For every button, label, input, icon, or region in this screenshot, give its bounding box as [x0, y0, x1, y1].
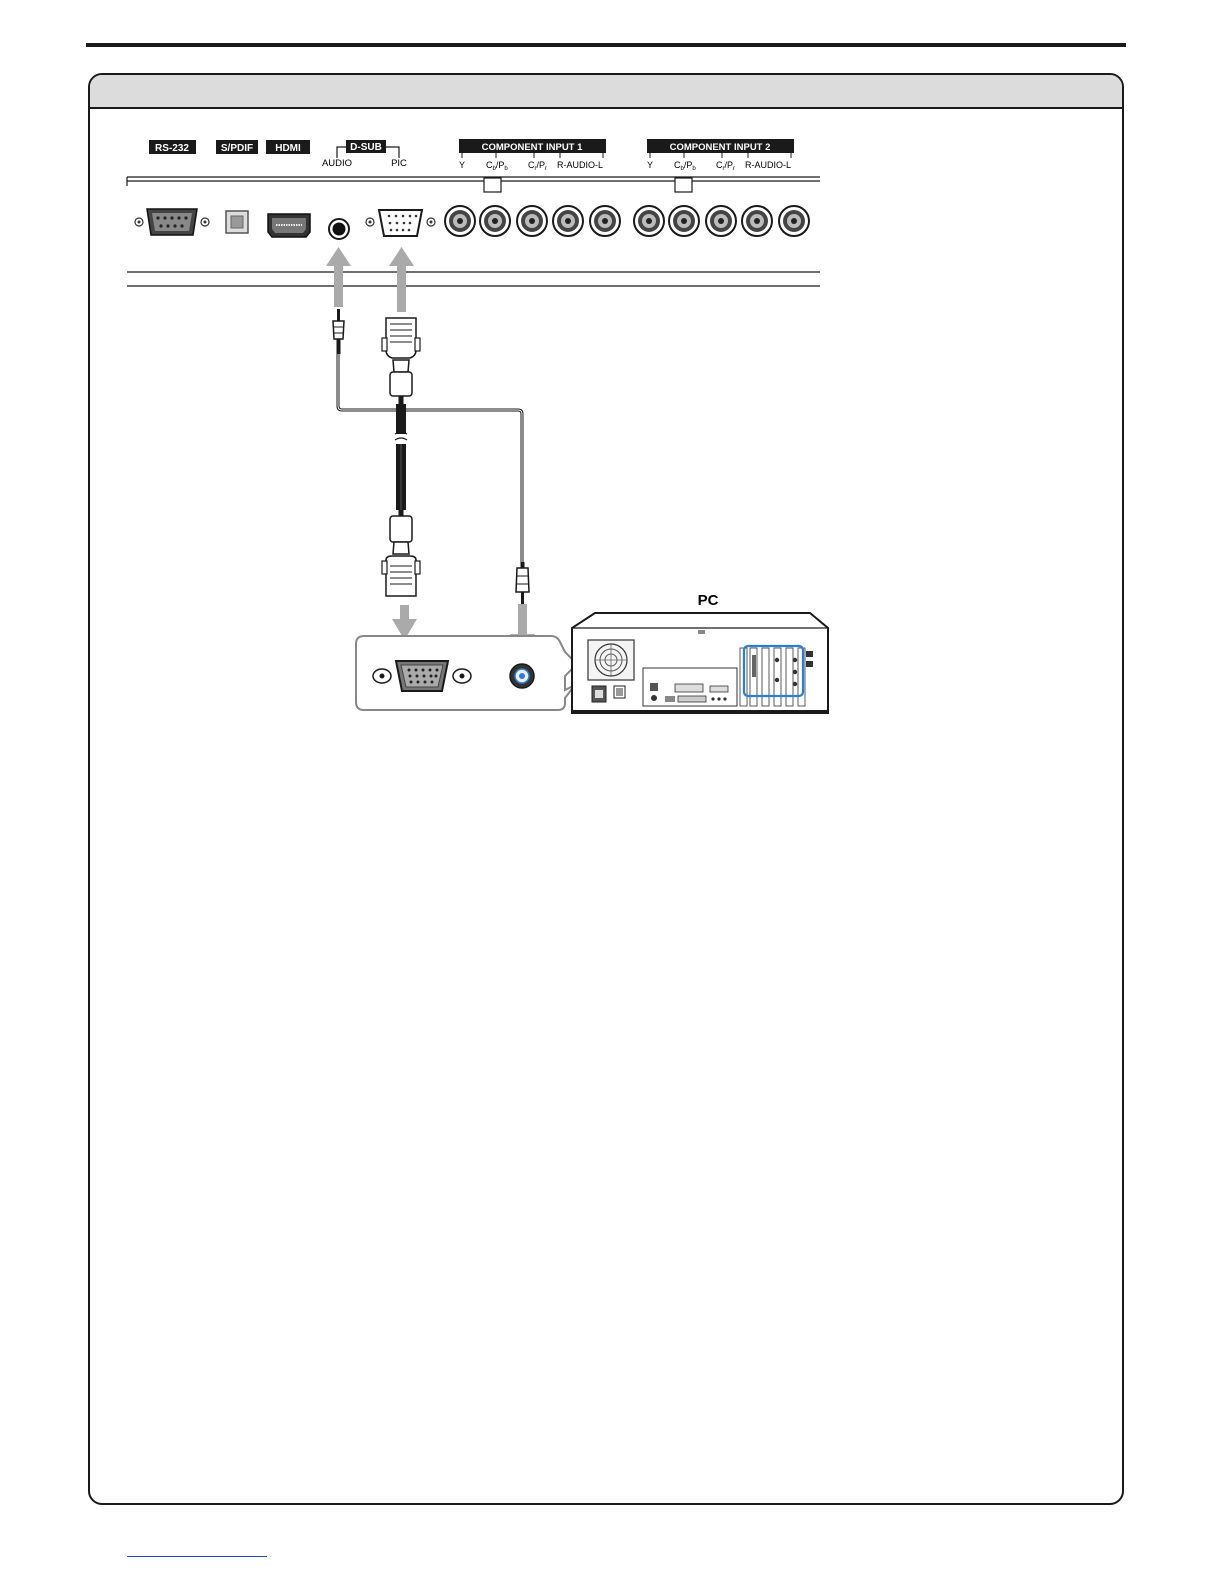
label-c2-cbpb: Cb/Pb	[674, 160, 696, 172]
hdmi-port-icon	[268, 214, 310, 237]
label-component-input-2: COMPONENT INPUT 2	[647, 139, 794, 158]
label-c1-cbpb: Cb/Pb	[486, 160, 508, 172]
label-audio: AUDIO	[322, 158, 352, 169]
svg-text:RS-232: RS-232	[155, 143, 189, 154]
label-spdif: S/PDIF	[216, 140, 258, 154]
svg-text:COMPONENT INPUT 1: COMPONENT INPUT 1	[482, 142, 584, 153]
label-c2-y: Y	[647, 160, 653, 170]
vga-port-icon	[366, 210, 435, 236]
label-rs232: RS-232	[149, 140, 196, 154]
pc-rear-illustration	[572, 613, 828, 714]
label-c1-y: Y	[459, 160, 465, 170]
svg-text:D-SUB: D-SUB	[350, 142, 382, 153]
arrow-audio-up	[326, 247, 351, 307]
vga-cable	[382, 318, 420, 596]
svg-text:S/PDIF: S/PDIF	[221, 143, 253, 154]
footer-link-underline	[127, 1556, 267, 1557]
spdif-port-icon	[226, 211, 248, 233]
component2-rca-jacks	[634, 206, 809, 236]
label-c1-crpr: Cr/Pr	[528, 160, 547, 172]
pc-fan-icon	[588, 640, 634, 680]
svg-text:COMPONENT INPUT 2: COMPONENT INPUT 2	[670, 142, 771, 153]
label-c2-crpr: Cr/Pr	[716, 160, 735, 172]
svg-text:HDMI: HDMI	[275, 143, 301, 154]
label-c2-audio: R-AUDIO-L	[745, 160, 791, 170]
label-dsub: D-SUB	[337, 140, 399, 158]
pc-audio-jack-icon	[510, 664, 534, 688]
pc-connector-callout	[356, 636, 577, 710]
label-component-input-1: COMPONENT INPUT 1	[459, 139, 606, 158]
arrow-vga-down	[392, 605, 417, 640]
label-hdmi: HDMI	[266, 140, 310, 154]
arrow-vga-up	[389, 247, 414, 312]
pc-label: PC	[698, 592, 719, 609]
component1-rca-jacks	[445, 206, 620, 236]
label-pic: PIC	[391, 158, 407, 169]
label-c1-audio: R-AUDIO-L	[557, 160, 603, 170]
rs232-port-icon	[135, 209, 209, 235]
audio-cable	[333, 309, 529, 604]
audio-jack-icon	[329, 219, 349, 239]
